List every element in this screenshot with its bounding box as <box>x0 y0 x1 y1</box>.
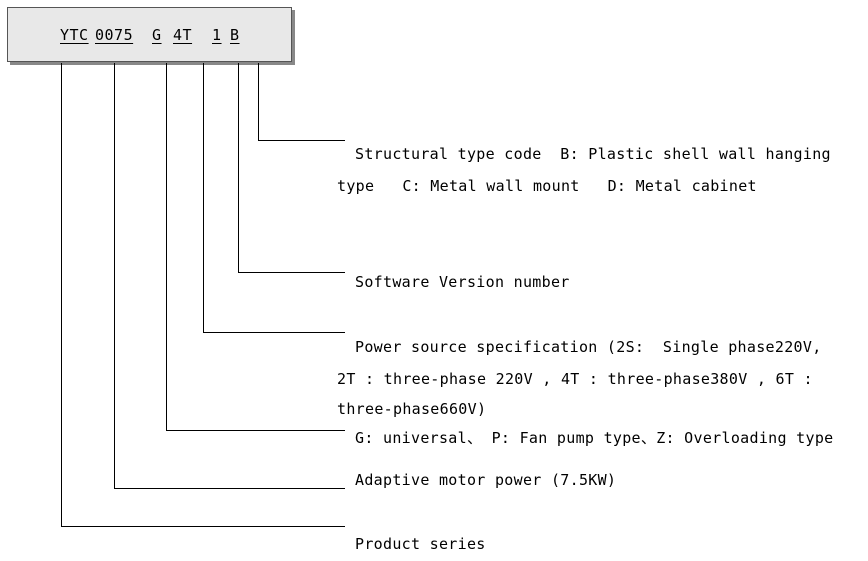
connector-version <box>238 63 345 273</box>
label-software-version: Software Version number <box>355 273 570 291</box>
label-power-line3: three-phase660V) <box>337 400 487 418</box>
connector-series <box>61 63 345 527</box>
label-power-line1: Power source specification (2S: Single p… <box>355 338 822 356</box>
connector-type <box>166 63 345 431</box>
label-power-line2: 2T : three-phase 220V , 4T : three-phase… <box>337 370 813 388</box>
code-segment-structure: B <box>230 26 240 44</box>
label-structure-line2: type C: Metal wall mount D: Metal cabine… <box>337 177 757 195</box>
code-segment-type: G <box>152 26 162 44</box>
label-motor-power: Adaptive motor power (7.5KW) <box>355 471 617 489</box>
connector-structure <box>258 63 345 141</box>
connector-motor <box>114 63 345 489</box>
code-segment-version: 1 <box>212 26 222 44</box>
code-segment-power: 0075 <box>95 26 134 44</box>
label-product-series: Product series <box>355 535 486 553</box>
connector-power-source <box>203 63 345 333</box>
label-structure-line1: Structural type code B: Plastic shell wa… <box>355 145 831 163</box>
model-code-box: YTC 0075 G 4T 1 B <box>7 7 292 62</box>
label-type: G: universal、 P: Fan pump type、Z: Overlo… <box>355 429 834 447</box>
code-segment-voltage: 4T <box>173 26 193 44</box>
code-segment-series: YTC <box>60 26 89 44</box>
